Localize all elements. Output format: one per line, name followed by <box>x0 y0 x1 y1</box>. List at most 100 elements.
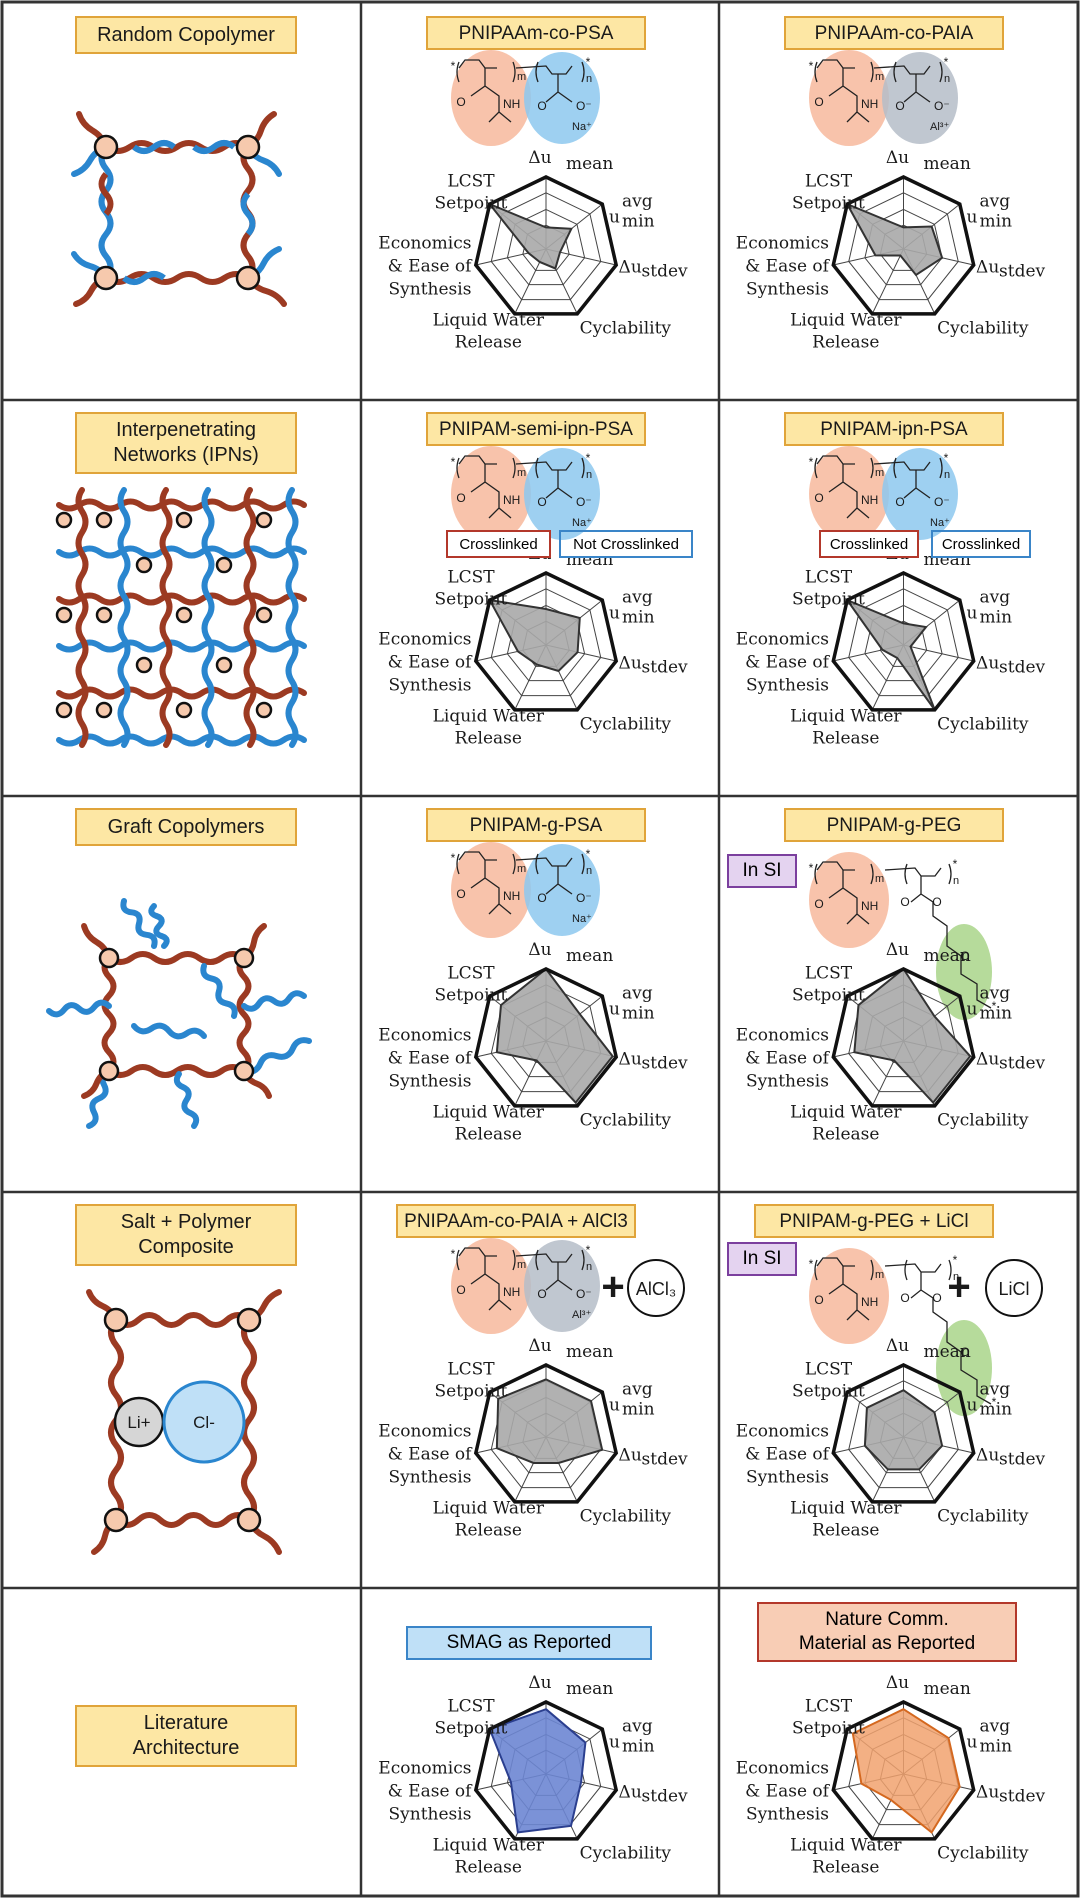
bracket <box>456 61 516 83</box>
acid-blob <box>524 52 600 144</box>
axis-label-min: u <box>609 1732 620 1752</box>
axis-label-lwr: Liquid Water <box>790 310 902 330</box>
counter-ion: Na⁺ <box>572 517 592 529</box>
chain-end: * <box>451 1247 456 1261</box>
architecture-schematic: Li+Cl- <box>86 1289 282 1555</box>
acid-blob <box>524 448 600 540</box>
axis-label-cyclability: Cyclability <box>580 1110 672 1130</box>
counter-ion: Al³⁺ <box>930 121 949 133</box>
subscript-n: n <box>586 1261 592 1273</box>
axis-label-cyclability: Cyclability <box>937 714 1029 734</box>
bond <box>458 59 497 69</box>
radar-data-area <box>863 1389 944 1471</box>
amine: NH <box>861 1295 878 1309</box>
axis-label-lwr: Release <box>455 332 522 352</box>
chain-bottom-blue <box>122 271 166 285</box>
bond <box>545 866 573 895</box>
axis-label-min-sup: avg <box>980 1716 1011 1736</box>
architecture-label: Literature Architecture <box>75 1705 297 1767</box>
axis-label-min-sup: avg <box>622 983 653 1003</box>
axis-label-min-sub: min <box>622 1003 655 1023</box>
chain-end: * <box>809 1257 814 1271</box>
architecture-schematic <box>71 111 287 307</box>
material-title: PNIPAAm-co-PAIA + AlCl3 <box>396 1204 636 1238</box>
oxygen: O <box>900 1291 909 1305</box>
crosslink-node <box>175 511 193 529</box>
axis-label-min: u <box>609 207 620 227</box>
material-title: PNIPAM-g-PSA <box>426 808 646 842</box>
axis-label-lcst: LCST <box>447 171 495 191</box>
axis-label-lwr: Release <box>455 1857 522 1877</box>
amine: NH <box>861 97 878 111</box>
axis-label-mean-sub: mean <box>924 946 971 966</box>
bracket <box>904 863 952 885</box>
bond <box>458 455 497 465</box>
bond <box>816 861 855 871</box>
axis-label-mean: Δu <box>528 1336 551 1356</box>
bond <box>458 851 497 861</box>
axis-label-economics: Economics <box>736 629 829 649</box>
radar-outer-ring <box>831 1700 976 1841</box>
network-row <box>56 592 307 606</box>
axis-label-min-sub: min <box>980 1399 1013 1419</box>
radar-data-area <box>488 1708 587 1834</box>
salt-circle <box>627 1259 685 1317</box>
axis-label-economics: Synthesis <box>389 1467 472 1487</box>
plus-sign: + <box>601 1265 624 1309</box>
tag-label: Not Crosslinked <box>559 530 693 558</box>
radar-data-area <box>844 597 936 711</box>
graft-chain <box>173 1071 200 1129</box>
architecture-cell: Literature Architecture <box>4 1588 361 1894</box>
axis-label-lwr: Release <box>455 1124 522 1144</box>
bond <box>816 59 855 69</box>
axis-label-lcst: LCST <box>805 963 853 983</box>
oxygen: O <box>960 949 969 963</box>
crosslink-node <box>233 1060 255 1082</box>
oxygen: O <box>537 495 546 509</box>
material-title: PNIPAM-ipn-PSA <box>784 412 1004 446</box>
subscript-m: m <box>517 1259 526 1271</box>
axis-label-lcst: LCST <box>447 1359 495 1379</box>
backbone-top <box>106 951 247 965</box>
radar-outer-ring <box>473 1363 619 1504</box>
chain-end: * <box>586 55 591 69</box>
axis-label-economics: Economics <box>736 1758 829 1778</box>
crosslink-node <box>55 511 73 529</box>
oxygen: O <box>537 99 546 113</box>
material-title: PNIPAM-g-PEG <box>784 808 1004 842</box>
axis-label-min-sub: min <box>980 1736 1013 1756</box>
oxygen: O <box>960 1345 969 1359</box>
architecture-label: Interpenetrating Networks (IPNs) <box>75 412 297 474</box>
axis-label-min-sub: min <box>980 1003 1013 1023</box>
chain-end: * <box>451 455 456 469</box>
axis-label-lwr: Release <box>455 728 522 748</box>
axis-label-lwr: Liquid Water <box>433 310 545 330</box>
oxygen: O <box>932 895 941 909</box>
bond <box>545 74 573 103</box>
nipam-structure <box>456 851 516 915</box>
material-title: PNIPAM-semi-ipn-PSA <box>426 412 646 446</box>
bracket <box>535 457 585 479</box>
bond <box>458 1247 497 1257</box>
crosslink-node <box>93 134 119 160</box>
panel-graphic: mONH*n*OO⁻Na⁺ΔumeanuminavgΔustdevCyclabi… <box>736 446 1046 748</box>
peg-structure <box>884 1259 992 1405</box>
axis-label-min: u <box>967 603 978 623</box>
oxygen: O <box>537 891 546 905</box>
graft-chain <box>46 999 112 1018</box>
bond <box>828 68 870 123</box>
axis-label-economics: Synthesis <box>746 1804 829 1824</box>
acid-blob <box>524 844 600 936</box>
graft-chain <box>120 898 158 949</box>
radar-gridline <box>848 1380 959 1489</box>
architecture-label: Graft Copolymers <box>75 808 297 846</box>
axis-label-min-sup: avg <box>980 983 1011 1003</box>
